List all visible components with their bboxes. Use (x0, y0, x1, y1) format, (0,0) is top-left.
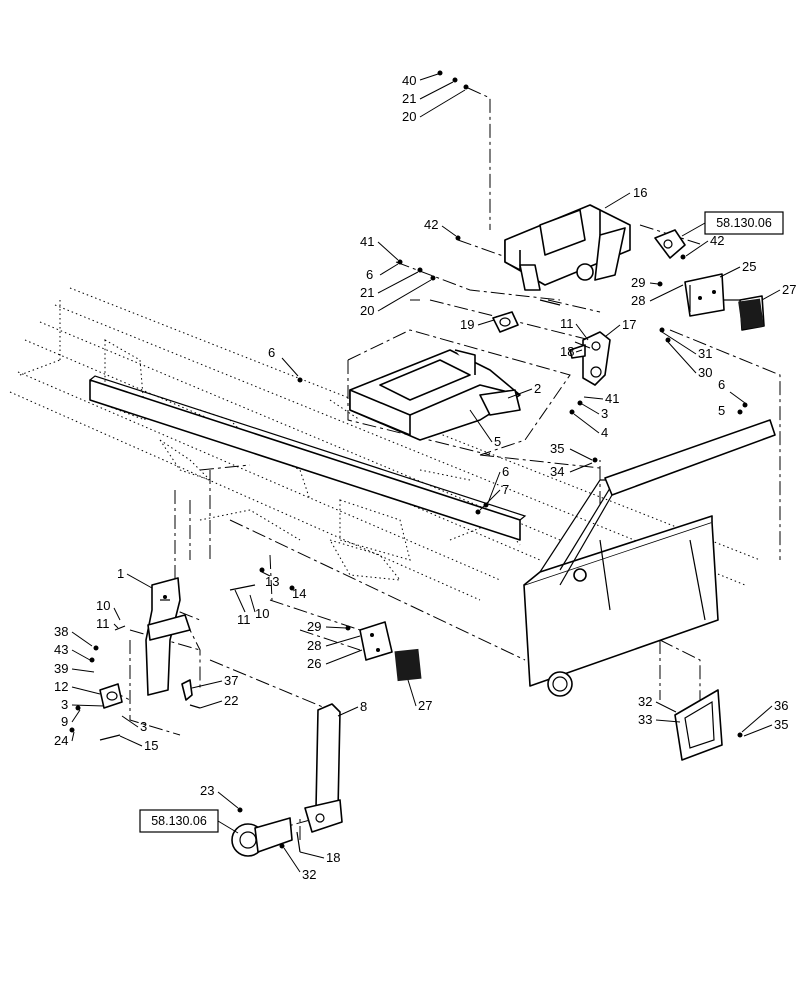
part-25-light-bracket (684, 273, 740, 317)
callout-11c: 11 (96, 616, 110, 631)
callout-33: 33 (638, 712, 652, 727)
callout-39: 39 (54, 661, 68, 676)
callout-25: 25 (742, 259, 756, 274)
callout-15: 15 (144, 738, 158, 753)
callout-28b: 28 (307, 638, 321, 653)
callout-7b: 5 (718, 403, 725, 418)
main-beam (89, 375, 527, 541)
callout-14: 14 (292, 586, 306, 601)
callout-1: 1 (117, 566, 124, 581)
callout-31: 31 (698, 346, 712, 361)
callout-9: 9 (61, 714, 68, 729)
part-2-hitch (349, 349, 521, 441)
callout-7d: 7 (502, 482, 509, 497)
callout-5: 5 (494, 434, 501, 449)
callout-13: 13 (265, 574, 279, 589)
callout-16: 16 (633, 185, 647, 200)
callout-2: 2 (534, 381, 541, 396)
callout-34: 34 (550, 464, 564, 479)
part-37-pin (181, 679, 201, 709)
callout-35a: 35 (550, 441, 564, 456)
callout-27a: 27 (782, 282, 796, 297)
callout-32a: 32 (302, 867, 316, 882)
callout-6c: 6 (268, 345, 275, 360)
reference-box-lower[interactable]: 58.130.06 (139, 809, 219, 833)
part-33-smv-emblem (674, 689, 723, 761)
svg-text:58.130.06: 58.130.06 (716, 216, 772, 230)
callout-32b: 32 (638, 694, 652, 709)
callout-28a: 28 (631, 293, 645, 308)
fasteners (69, 70, 748, 853)
part-26-light-bracket (359, 621, 393, 661)
upper-hub (654, 229, 686, 259)
callout-27b: 27 (418, 698, 432, 713)
callout-20: 20 (402, 109, 416, 124)
callout-23: 23 (200, 783, 214, 798)
callout-41a: 41 (360, 234, 374, 249)
callout-19: 19 (460, 317, 474, 332)
part-16-bracket (504, 204, 631, 291)
callout-36: 36 (774, 698, 788, 713)
callout-21: 21 (402, 91, 416, 106)
callout-43: 43 (54, 642, 68, 657)
reference-box-upper[interactable]: 58.130.06 (704, 211, 784, 235)
part-12-clamp (99, 683, 123, 709)
callout-3a: 3 (601, 406, 608, 421)
part-8-stand (304, 703, 343, 833)
callout-18a: 18 (560, 344, 574, 359)
wing-frame (523, 419, 776, 697)
callout-37: 37 (224, 673, 238, 688)
callout-3b: 3 (61, 697, 68, 712)
callout-22: 22 (224, 693, 238, 708)
callout-11b: 11 (237, 612, 251, 627)
callout-38: 38 (54, 624, 68, 639)
callout-11a: 11 (560, 316, 574, 331)
part-27-lamp (738, 295, 765, 331)
callout-3c: 3 (140, 719, 147, 734)
callout-10b: 10 (96, 598, 110, 613)
part-27-lower-lamp (394, 648, 422, 682)
callout-24: 24 (54, 733, 68, 748)
callout-26: 26 (307, 656, 321, 671)
callout-41b: 41 (605, 391, 619, 406)
callout-18b: 18 (326, 850, 340, 865)
callout-35b: 35 (774, 717, 788, 732)
part-1-bracket (145, 577, 191, 696)
callout-42a: 42 (424, 217, 438, 232)
callout-20b: 20 (360, 303, 374, 318)
callout-40: 40 (402, 73, 416, 88)
callout-30: 30 (698, 365, 712, 380)
callout-6b: 6 (718, 377, 725, 392)
callouts: 40 21 20 16 42 42 41 6 21 20 29 28 25 27… (54, 73, 796, 882)
callout-12: 12 (54, 679, 68, 694)
callout-42b: 42 (710, 233, 724, 248)
callout-4: 4 (601, 425, 608, 440)
part-17-latch (569, 331, 611, 386)
hub-assembly (231, 817, 293, 857)
part-19-bushing (492, 311, 519, 333)
callout-21b: 21 (360, 285, 374, 300)
svg-text:58.130.06: 58.130.06 (151, 814, 207, 828)
callout-29b: 29 (307, 619, 321, 634)
callout-6a: 6 (366, 267, 373, 282)
callout-8: 8 (360, 699, 367, 714)
callout-17: 17 (622, 317, 636, 332)
callout-29a: 29 (631, 275, 645, 290)
callout-10a: 10 (255, 606, 269, 621)
callout-6d: 6 (502, 464, 509, 479)
